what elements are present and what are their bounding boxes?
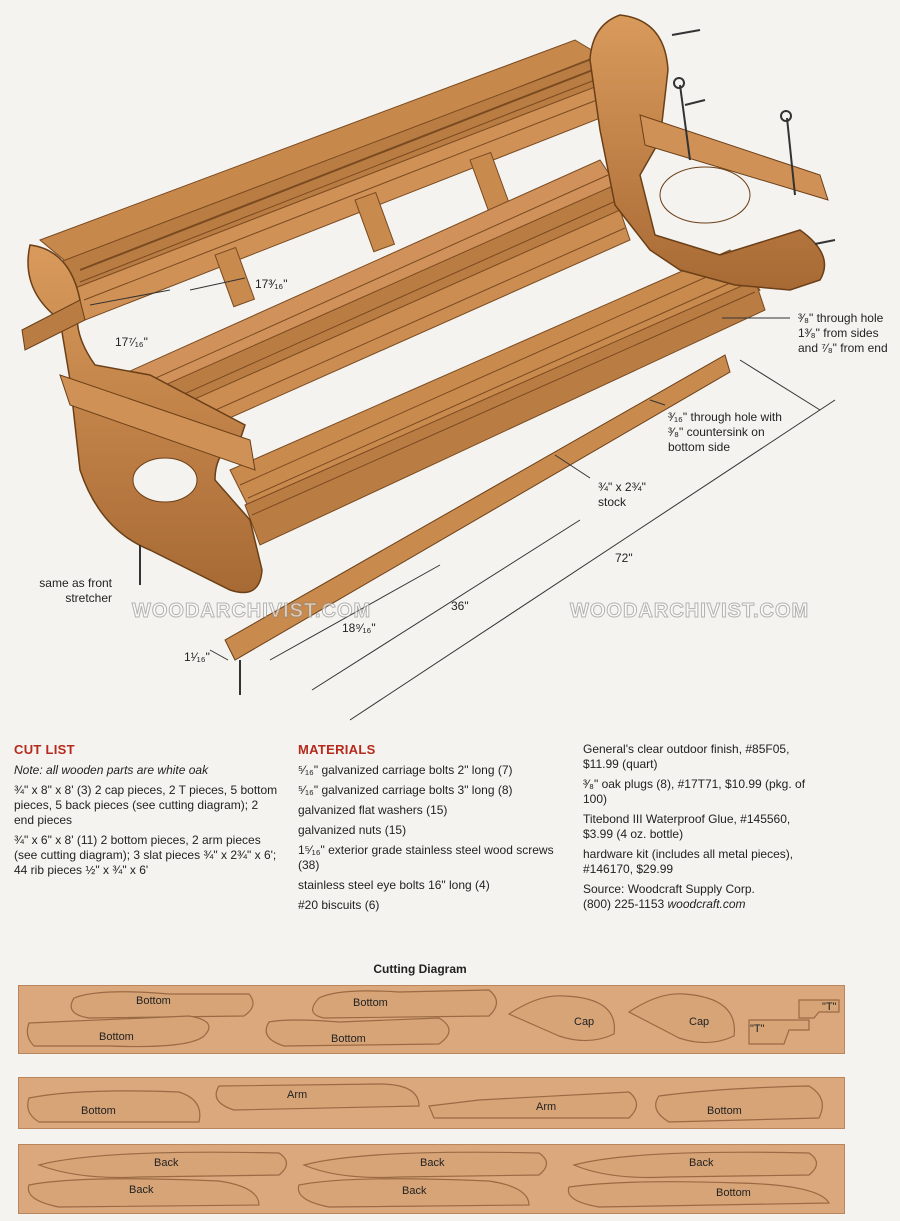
hardware (139, 29, 836, 695)
materials-item: ⁵⁄₁₆" galvanized carriage bolts 3" long … (298, 783, 513, 797)
materials-section: MATERIALS ⁵⁄₁₆" galvanized carriage bolt… (298, 742, 560, 918)
seat-back-slats (109, 159, 631, 461)
part-label: Arm (287, 1089, 308, 1101)
supplies-item: hardware kit (includes all metal pieces)… (583, 847, 794, 876)
rear-stretcher (21, 299, 86, 351)
supplies-section: General's clear outdoor finish, #85F05, … (583, 742, 813, 912)
part-label: Bottom (353, 997, 388, 1009)
part-label: Bottom (136, 995, 171, 1007)
part-label: "T" (822, 1001, 837, 1013)
cutting-board-1: Bottom Bottom Bottom Bottom Cap Cap "T" … (18, 985, 845, 1054)
right-end-piece (589, 14, 829, 291)
half-length-label: 36" (451, 599, 469, 613)
total-length-label: 72" (615, 551, 633, 565)
seat-ribs (229, 249, 766, 546)
source-line: Source: Woodcraft Supply Corp.(800) 225-… (583, 882, 755, 911)
countersink-callout: ³⁄₁₆" through hole with ³⁄₈" countersink… (668, 410, 782, 454)
materials-item: #20 biscuits (6) (298, 898, 380, 912)
cut-list-item: ¾" x 8" x 8' (3) 2 cap pieces, 2 T piece… (14, 783, 278, 827)
materials-item: galvanized flat washers (15) (298, 803, 448, 817)
stretcher-callout: same as front stretcher (39, 576, 112, 605)
cut-list-section: CUT LIST Note: all wooden parts are whit… (14, 742, 279, 883)
part-label: Back (689, 1157, 714, 1169)
part-label: Back (129, 1184, 154, 1196)
part-label: Back (402, 1185, 427, 1197)
board-2-parts (27, 1083, 823, 1123)
cutting-diagram-title: Cutting Diagram (373, 962, 467, 976)
bottom-stretcher (224, 354, 731, 661)
left-end-piece (27, 244, 263, 594)
materials-item: ⁵⁄₁₆" galvanized carriage bolts 2" long … (298, 763, 513, 777)
supplies-item: Titebond III Waterproof Glue, #145560, $… (583, 812, 791, 841)
watermark-left: WOODARCHIVIST.COM (131, 600, 372, 623)
materials-item: galvanized nuts (15) (298, 823, 407, 837)
back-supports (214, 151, 511, 308)
cut-list-note: Note: all wooden parts are white oak (14, 763, 209, 777)
stock-callout: ¾" x 2¾" stock (598, 480, 646, 509)
cutting-board-3: Back Back Back Back Back Bottom (18, 1144, 845, 1214)
cutting-board-2: Bottom Arm Arm Bottom (18, 1077, 845, 1129)
supplies-item: ³⁄₈" oak plugs (8), #17T71, $10.99 (pkg.… (583, 777, 806, 806)
end-offset-label: 1¹⁄₁₆" (184, 650, 210, 664)
end-spacing-label: 17⁷⁄₁₆" (115, 335, 148, 349)
board-1-parts (26, 989, 840, 1048)
backrest-ribs (39, 39, 609, 321)
part-label: Bottom (331, 1033, 366, 1045)
front-hole-callout: ³⁄₈" through hole 1³⁄₈" from sides and ⁷… (798, 311, 888, 355)
part-label: Bottom (99, 1031, 134, 1043)
materials-item: 1⁵⁄₁₆" exterior grade stainless steel wo… (298, 843, 554, 872)
part-label: Bottom (707, 1105, 742, 1117)
part-label: "T" (750, 1023, 765, 1035)
part-label: Arm (536, 1101, 557, 1113)
part-label: Back (420, 1157, 445, 1169)
source-website: woodcraft.com (667, 897, 746, 911)
cut-list-heading: CUT LIST (14, 742, 75, 757)
materials-item: stainless steel eye bolts 16" long (4) (298, 878, 490, 892)
part-label: Back (154, 1157, 179, 1169)
watermark-right: WOODARCHIVIST.COM (569, 600, 810, 623)
part-label: Cap (574, 1016, 595, 1028)
porch-swing-illustration (21, 14, 836, 721)
board-3-parts (27, 1151, 831, 1208)
part-label: Cap (689, 1016, 710, 1028)
part-label: Bottom (716, 1187, 751, 1199)
center-spacing-label: 17³⁄₁₆" (255, 277, 288, 291)
offset-label: 18⁹⁄₁₆" (342, 621, 376, 635)
materials-heading: MATERIALS (298, 742, 376, 757)
supplies-item: General's clear outdoor finish, #85F05, … (583, 742, 790, 771)
dimension-lines (89, 277, 836, 721)
cut-list-item: ¾" x 6" x 8' (11) 2 bottom pieces, 2 arm… (14, 833, 277, 877)
part-label: Bottom (81, 1105, 116, 1117)
